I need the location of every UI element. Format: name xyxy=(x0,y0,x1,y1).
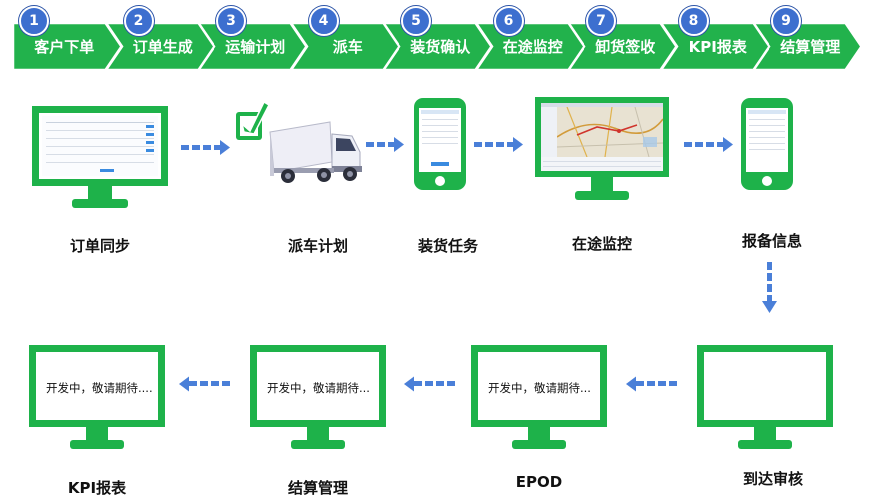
step-7: 卸货签收 7 xyxy=(568,6,677,70)
step-6: 在途监控 6 xyxy=(475,6,584,70)
kpi-report-label: KPI报表 xyxy=(67,479,127,497)
settlement-monitor: 开发中，敬请期待... xyxy=(250,345,386,455)
settlement-label: 结算管理 xyxy=(287,479,349,497)
step-number-badge: 9 xyxy=(771,6,801,36)
order-sync-monitor xyxy=(32,106,168,214)
dispatch-plan-illustration xyxy=(232,96,368,192)
step-number-badge: 1 xyxy=(19,6,49,36)
step-label: 卸货签收 xyxy=(595,38,656,56)
report-info-label: 报备信息 xyxy=(741,232,803,250)
in-transit-label: 在途监控 xyxy=(571,235,633,253)
arrow-right-1 xyxy=(181,140,230,155)
epod-monitor: 开发中，敬请期待... xyxy=(471,345,607,455)
arrow-down xyxy=(762,262,777,313)
loading-task-phone xyxy=(414,98,466,190)
arrival-review-monitor xyxy=(697,345,833,455)
step-label: 订单生成 xyxy=(132,38,193,56)
step-1: 客户下单 1 xyxy=(13,6,122,70)
step-5: 装货确认 5 xyxy=(383,6,492,70)
step-label: 派车 xyxy=(332,38,363,56)
dispatch-plan-label: 派车计划 xyxy=(287,237,349,255)
step-number-badge: 7 xyxy=(586,6,616,36)
step-number-badge: 4 xyxy=(308,6,339,36)
kpi-report-monitor: 开发中，敬请期待.... xyxy=(29,345,165,455)
arrow-right-4 xyxy=(684,137,733,152)
step-2: 订单生成 2 xyxy=(105,6,214,70)
arrival-review-label: 到达审核 xyxy=(742,470,804,488)
step-label: 运输计划 xyxy=(225,38,286,56)
step-8: KPI报表 8 xyxy=(660,6,769,70)
arrow-right-2 xyxy=(366,137,404,152)
epod-dev-message: 开发中，敬请期待... xyxy=(488,381,591,395)
in-transit-monitor xyxy=(535,97,669,207)
route-map xyxy=(557,107,663,157)
step-number-badge: 2 xyxy=(123,6,154,36)
kpi-dev-message: 开发中，敬请期待.... xyxy=(46,381,153,395)
order-sync-label: 订单同步 xyxy=(69,237,131,255)
edit-note-icon xyxy=(236,100,270,140)
step-label: 装货确认 xyxy=(410,38,471,56)
step-label: 客户下单 xyxy=(34,38,95,56)
step-9: 结算管理 9 xyxy=(753,6,862,70)
step-label: KPI报表 xyxy=(688,38,747,56)
epod-label: EPOD xyxy=(515,473,563,491)
settlement-dev-message: 开发中，敬请期待... xyxy=(267,381,370,395)
step-label: 结算管理 xyxy=(780,38,841,56)
step-number-badge: 8 xyxy=(678,6,709,36)
step-label: 在途监控 xyxy=(502,38,563,56)
arrow-right-3 xyxy=(474,137,523,152)
step-4: 派车 4 xyxy=(290,6,399,70)
arrow-left-2 xyxy=(404,376,455,392)
step-number-badge: 5 xyxy=(401,6,431,36)
step-number-badge: 3 xyxy=(216,6,246,36)
arrow-left-3 xyxy=(179,376,230,392)
arrow-left-1 xyxy=(626,376,677,392)
truck-icon xyxy=(269,121,362,183)
loading-task-label: 装货任务 xyxy=(417,237,479,255)
step-number-badge: 6 xyxy=(493,6,524,36)
report-info-phone xyxy=(741,98,793,190)
step-3: 运输计划 3 xyxy=(198,6,307,70)
